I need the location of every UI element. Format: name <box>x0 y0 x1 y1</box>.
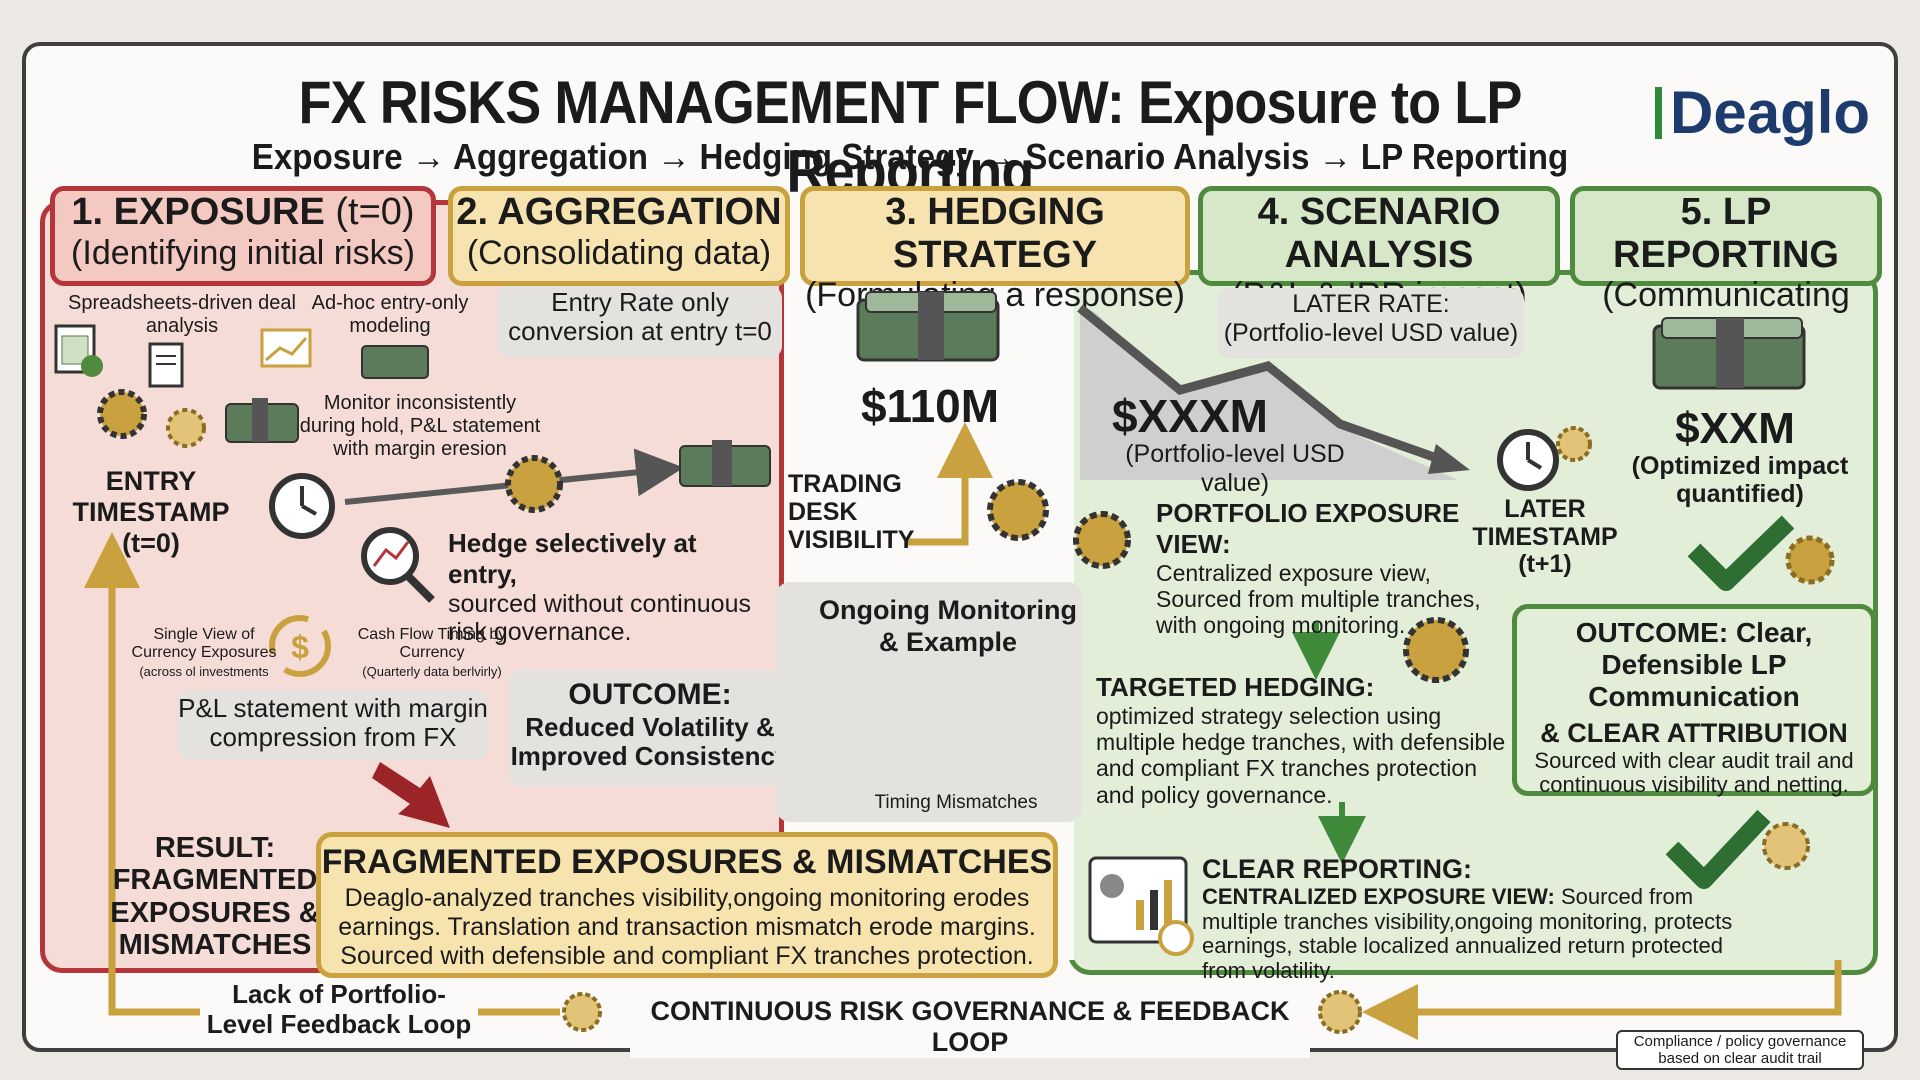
monitor-label: Monitor inconsistently during hold, P&L … <box>299 392 541 460</box>
later-rate-title: LATER RATE: <box>1292 290 1450 318</box>
portfolio-title: PORTFOLIO EXPOSURE VIEW: <box>1156 498 1460 559</box>
clear-bold: CENTRALIZED EXPOSURE VIEW: <box>1202 884 1555 909</box>
checkmark-icon <box>1687 515 1795 591</box>
stage-header-aggregation: 2. AGGREGATION (Consolidating data) <box>448 186 790 286</box>
logo-text: Deaglo <box>1670 79 1871 146</box>
targeted-desc: optimized strategy selection using multi… <box>1096 703 1506 808</box>
adhoc-label: Ad-hoc entry-only modeling <box>311 292 469 337</box>
aggregation-outcome-box: OUTCOME: Reduced Volatility & Improved C… <box>508 670 792 786</box>
timing-mismatch-label: Timing Mismatches <box>874 792 1038 813</box>
stage-header-exposure: 1. EXPOSURE (t=0) (Identifying initial r… <box>50 186 436 286</box>
document-icon <box>148 342 184 388</box>
checkmark-icon <box>1665 809 1771 889</box>
gear-dollar-icon <box>505 455 563 513</box>
cash-flow-label: Cash Flow Timing by Currency(Quarterly d… <box>344 626 520 681</box>
monitoring-title: Ongoing Monitoring & Example <box>819 595 1077 658</box>
spreadsheets-label: Spreadsheets-driven deal analysis <box>68 292 296 337</box>
single-view-sub: (across ol investments <box>139 663 269 679</box>
svg-text:$: $ <box>291 629 309 665</box>
later-rate-sub: (Portfolio-level USD value) <box>1223 318 1519 347</box>
result-red-arrow <box>372 762 450 828</box>
money-stack-icon <box>225 398 299 443</box>
clear-title: CLEAR REPORTING: <box>1202 854 1472 884</box>
lack-feedback-label: Lack of Portfolio-Level Feedback Loop <box>200 979 478 1040</box>
scenario-amount: $XXXM <box>1112 390 1268 442</box>
scenario-amount-sub: (Portfolio-level USD value) <box>1125 440 1345 497</box>
stage-suffix: (t=0) <box>335 191 415 233</box>
clear-reporting-block: CLEAR REPORTING: CENTRALIZED EXPOSURE VI… <box>1202 854 1762 984</box>
trading-desk-arrow <box>905 422 993 546</box>
money-stack-icon <box>361 345 429 379</box>
lp-outcome-desc: Sourced with clear audit trail and conti… <box>1534 747 1854 798</box>
deaglo-logo: Deaglo <box>1655 78 1870 147</box>
entry-rate-box: Entry Rate only conversion at entry t=0 <box>498 286 782 358</box>
money-stack-icon <box>679 440 771 487</box>
entry-timeline-arrow <box>344 448 684 505</box>
pl-statement-box: P&L statement with margin compression fr… <box>178 690 488 760</box>
logo-bar-icon <box>1655 87 1662 139</box>
clock-icon <box>269 473 335 539</box>
scenario-decline-chart <box>1077 304 1470 480</box>
single-view-text: Single View of Currency Exposures <box>131 626 277 662</box>
fragmented-result-box: FRAGMENTED EXPOSURES & MISMATCHES Deaglo… <box>316 832 1058 978</box>
stage-title: 4. SCENARIO ANALYSIS <box>1257 191 1501 276</box>
lp-outcome-title: OUTCOME: Clear, Defensible LP Communicat… <box>1575 617 1813 713</box>
aggregation-outcome-desc: Reduced Volatility & Improved Consistenc… <box>510 711 790 772</box>
clock-icon <box>1497 429 1559 491</box>
hedging-amount: $110M <box>860 380 1000 432</box>
stage-header-scenario: 4. SCENARIO ANALYSIS (P&L & IRR impact) <box>1198 186 1560 314</box>
portfolio-desc: Centralized exposure view, Sourced from … <box>1156 560 1481 639</box>
later-timestamp-label: LATER TIMESTAMP (t+1) <box>1472 495 1618 578</box>
gear-dollar-icon <box>562 426 1835 1034</box>
stage-title: 5. LP REPORTING <box>1613 191 1839 276</box>
lp-outcome-sub: & CLEAR ATTRIBUTION <box>1540 717 1848 748</box>
gear-dollar-icon <box>97 389 206 448</box>
money-stack-icon <box>856 291 1000 362</box>
lp-amount: $XXM <box>1675 404 1795 453</box>
trading-desk-label: TRADING DESK VISIBILITY <box>788 470 915 554</box>
chart-flow-icon <box>260 328 312 368</box>
page-subtitle: Exposure → Aggregation → Hedging Strateg… <box>251 136 1569 177</box>
gear-dollar-icon <box>987 479 1049 541</box>
targeted-hedging-block: TARGETED HEDGING: optimized strategy sel… <box>1096 672 1508 808</box>
stage-title: 1. EXPOSURE <box>71 191 325 233</box>
clear-desc: Sourced from multiple tranches visibilit… <box>1202 884 1733 983</box>
cash-flow-text: Cash Flow Timing by Currency <box>357 626 507 662</box>
result-title: FRAGMENTED EXPOSURES & MISMATCHES <box>321 843 1053 881</box>
entry-timestamp-label: ENTRY TIMESTAMP (t=0) <box>72 466 230 559</box>
magnifier-chart-icon <box>361 527 435 603</box>
result-desc: Deaglo-analyzed tranches visibility,ongo… <box>338 884 1036 970</box>
stage-title: 2. AGGREGATION <box>456 191 782 233</box>
stage-subtitle: (Consolidating data) <box>466 233 772 272</box>
governance-loop-label: CONTINUOUS RISK GOVERNANCE & FEEDBACK LO… <box>630 996 1310 1059</box>
lp-amount-sub: (Optimized impact quantified) <box>1631 452 1849 508</box>
stage-title: 3. HEDGING STRATEGY <box>885 191 1105 276</box>
portfolio-view-block: PORTFOLIO EXPOSURE VIEW: Centralized exp… <box>1156 498 1486 639</box>
cycle-dollar-icon: $ <box>269 615 331 677</box>
hedge-desc: sourced without continuous risk governan… <box>448 590 751 646</box>
spreadsheet-icon <box>54 324 103 377</box>
dashboard-icon <box>1088 856 1194 956</box>
monitoring-box <box>776 582 1082 822</box>
hedge-selective-block: Hedge selectively at entry, sourced with… <box>448 528 768 646</box>
result-label: RESULT: FRAGMENTED EXPOSURES & MISMATCHE… <box>110 832 320 962</box>
lp-outcome-box: OUTCOME: Clear, Defensible LP Communicat… <box>1512 604 1876 798</box>
targeted-title: TARGETED HEDGING: <box>1096 672 1375 702</box>
hedge-title: Hedge selectively at entry, <box>448 528 697 589</box>
single-view-label: Single View of Currency Exposures(across… <box>130 626 278 681</box>
later-rate-box: LATER RATE: (Portfolio-level USD value) <box>1218 288 1524 358</box>
gear-dollar-icon <box>1403 617 1469 683</box>
gear-dollar-icon <box>1073 511 1131 569</box>
aggregation-outcome-title: OUTCOME: <box>568 678 732 711</box>
bottom-feedback-arrow <box>478 960 1842 1040</box>
cash-flow-sub: (Quarterly data berlvirly) <box>362 663 502 679</box>
compliance-note: Compliance / policy governance based on … <box>1616 1030 1864 1070</box>
stage-subtitle: (Identifying initial risks) <box>71 233 415 272</box>
money-stack-icon <box>1652 317 1806 390</box>
left-feedback-arrow <box>84 532 200 1016</box>
